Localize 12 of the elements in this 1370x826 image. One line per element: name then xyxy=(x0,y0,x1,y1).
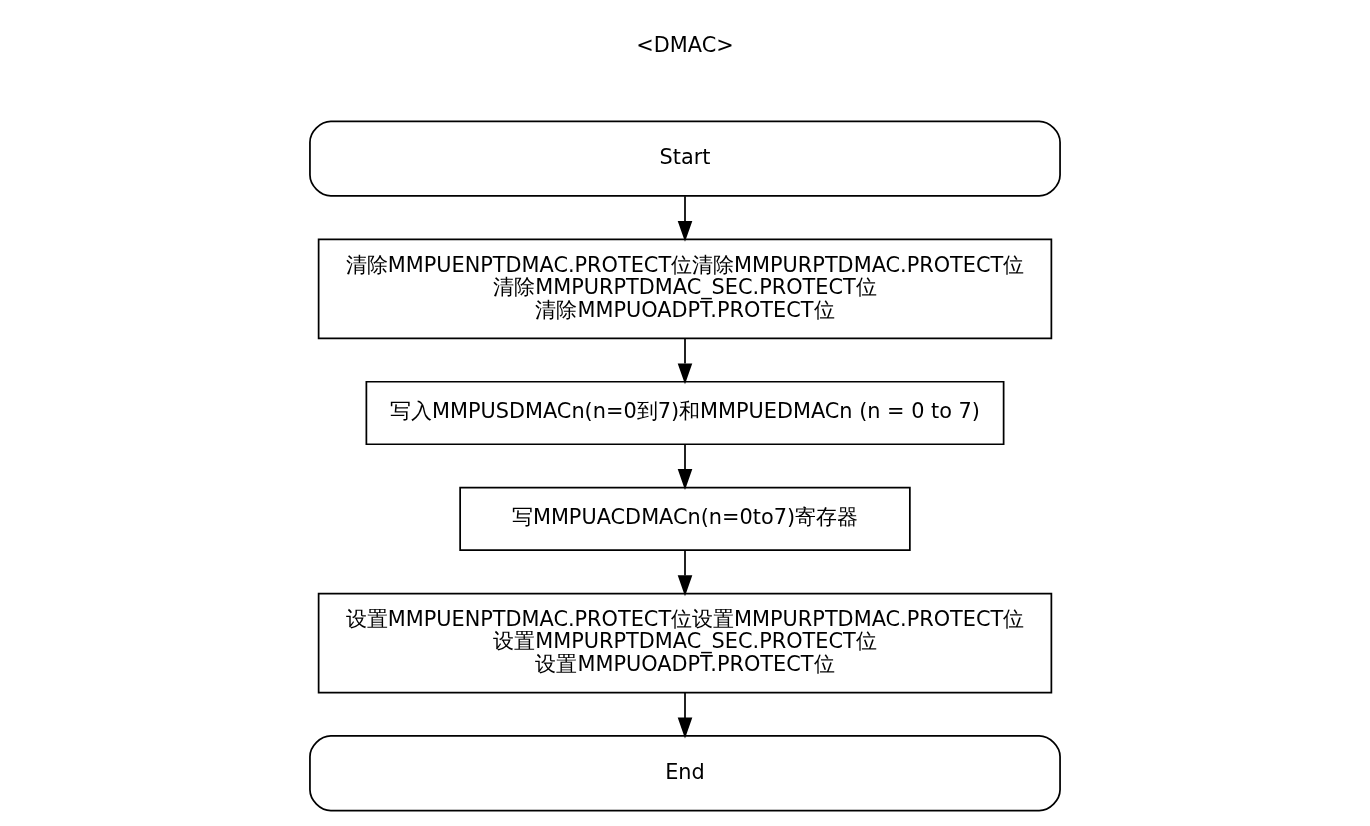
node-box: 清除MMPUENPTDMAC.PROTECT位清除MMPURPTDMAC.PROTECT位 清除MMPURPTDMAC_SEC.PROTECT位 清除MMPUOADPT.PROTECT位 xyxy=(317,238,1053,340)
arrow xyxy=(677,691,693,739)
node-box: End xyxy=(309,735,1061,812)
node-box: 写MMPUACDMACn(n=0to7)寄存器 xyxy=(459,486,911,552)
arrow xyxy=(677,338,693,385)
arrow xyxy=(677,195,693,242)
node-box: 写入MMPUSDMACn(n=0到7)和MMPUEDMACn (n = 0 to 7) xyxy=(365,380,1005,446)
node-box: Start xyxy=(309,120,1061,197)
arrow xyxy=(677,549,693,597)
arrow xyxy=(677,443,693,490)
label: <DMAC> xyxy=(636,33,734,58)
node-box: 设置MMPUENPTDMAC.PROTECT位设置MMPURPTDMAC.PROTECT位 设置MMPURPTDMAC_SEC.PROTECT位 设置MMPUOADPT.PROTECT位 xyxy=(317,592,1053,694)
